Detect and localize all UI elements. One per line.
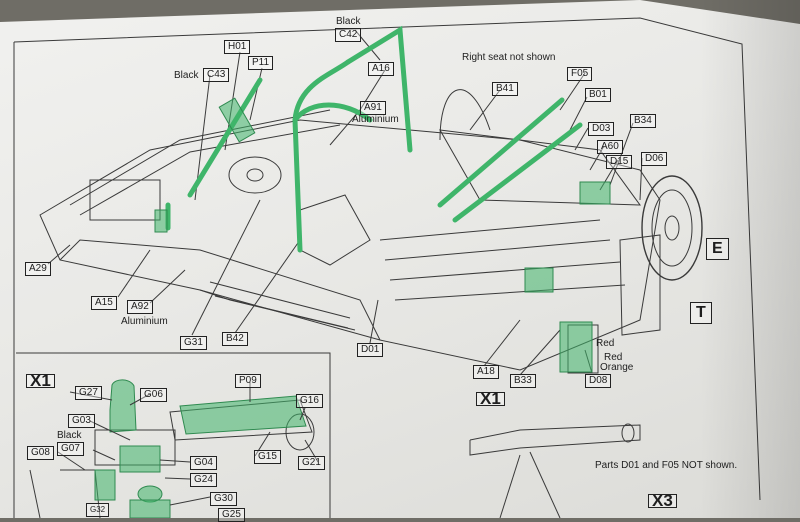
part-label: G07 xyxy=(57,442,84,456)
part-label: A91 xyxy=(360,101,386,115)
part-label: G04 xyxy=(190,456,217,470)
sub-assembly-label: T xyxy=(690,302,712,324)
step-label: X1 xyxy=(26,372,55,389)
part-label: G15 xyxy=(254,450,281,464)
part-label: D03 xyxy=(588,122,615,136)
part-label: A16 xyxy=(368,62,394,76)
part-label: A29 xyxy=(25,262,51,276)
assembly-note: Right seat not shown xyxy=(462,52,556,63)
color-note: Black xyxy=(57,430,82,441)
color-note: Black xyxy=(336,16,361,27)
part-label: D08 xyxy=(585,374,612,388)
part-label: C43 xyxy=(203,68,230,82)
part-label: A60 xyxy=(597,140,623,154)
step-label: X1 xyxy=(476,390,505,407)
step-label: X3 xyxy=(648,492,677,509)
material-note: Aluminium xyxy=(121,316,168,327)
part-label: F05 xyxy=(567,67,593,81)
color-note: Red xyxy=(604,352,623,363)
part-label: P11 xyxy=(248,56,274,70)
part-label: G30 xyxy=(210,492,237,506)
part-label: C42 xyxy=(335,28,362,42)
part-label: G24 xyxy=(190,473,217,487)
color-note: Red xyxy=(596,338,615,349)
part-label: A15 xyxy=(91,296,117,310)
material-note: Aluminium xyxy=(352,114,399,125)
part-label: G08 xyxy=(27,446,54,460)
part-label: G31 xyxy=(180,336,207,350)
part-label: H01 xyxy=(224,40,251,54)
part-label: A18 xyxy=(473,365,499,379)
color-note: Black xyxy=(174,70,199,81)
part-label: D15 xyxy=(606,155,633,169)
color-note: Orange xyxy=(600,362,634,373)
part-label: B42 xyxy=(222,332,248,346)
part-label: P09 xyxy=(235,374,261,388)
sub-assembly-label: E xyxy=(706,238,729,260)
assembly-note: Parts D01 and F05 NOT shown. xyxy=(595,460,738,471)
part-label: G03 xyxy=(68,414,95,428)
part-label: A92 xyxy=(127,300,153,314)
part-label: G06 xyxy=(140,388,167,402)
part-label: G21 xyxy=(298,456,325,470)
part-label: B34 xyxy=(630,114,656,128)
part-label: G16 xyxy=(296,394,323,408)
part-label: G25 xyxy=(218,508,245,522)
part-label: D01 xyxy=(357,343,384,357)
part-label: B01 xyxy=(585,88,611,102)
part-label: D06 xyxy=(641,152,668,166)
part-label: G27 xyxy=(75,386,102,400)
part-label: B41 xyxy=(492,82,518,96)
part-label: B33 xyxy=(510,374,536,388)
part-label: G32 xyxy=(86,503,110,517)
